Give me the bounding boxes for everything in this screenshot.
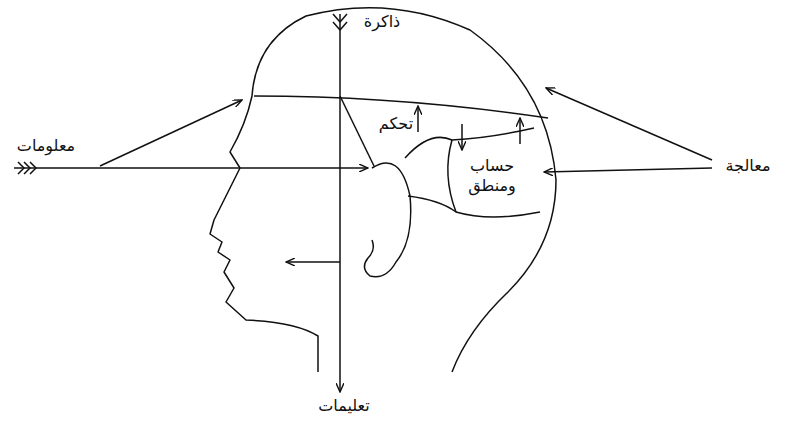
alu-boundary [408, 196, 540, 217]
arrow-feathers [18, 162, 36, 174]
information-arrow [100, 100, 242, 166]
processing-arrow [544, 168, 712, 172]
side-label: معالجة [726, 156, 771, 176]
region-label: تحكم [379, 114, 413, 134]
processing-arrow [546, 88, 712, 160]
small-arrow [519, 118, 521, 144]
alu-boundary [405, 128, 534, 158]
ear [364, 163, 410, 277]
head-outline [210, 8, 556, 372]
region-label: حساب ومنطق [466, 156, 518, 196]
control-line [340, 96, 374, 166]
small-arrow [461, 124, 463, 150]
arrow-feathers [333, 14, 347, 30]
small-arrow [417, 106, 419, 132]
region-label: ذاكرة [364, 12, 400, 32]
mouth-arrow [286, 261, 340, 263]
alu-boundary [448, 140, 456, 212]
input-label: معلومات [17, 136, 75, 156]
output-label: تعليمات [318, 396, 369, 416]
instruction-line [339, 14, 341, 392]
information-arrow [14, 167, 368, 169]
